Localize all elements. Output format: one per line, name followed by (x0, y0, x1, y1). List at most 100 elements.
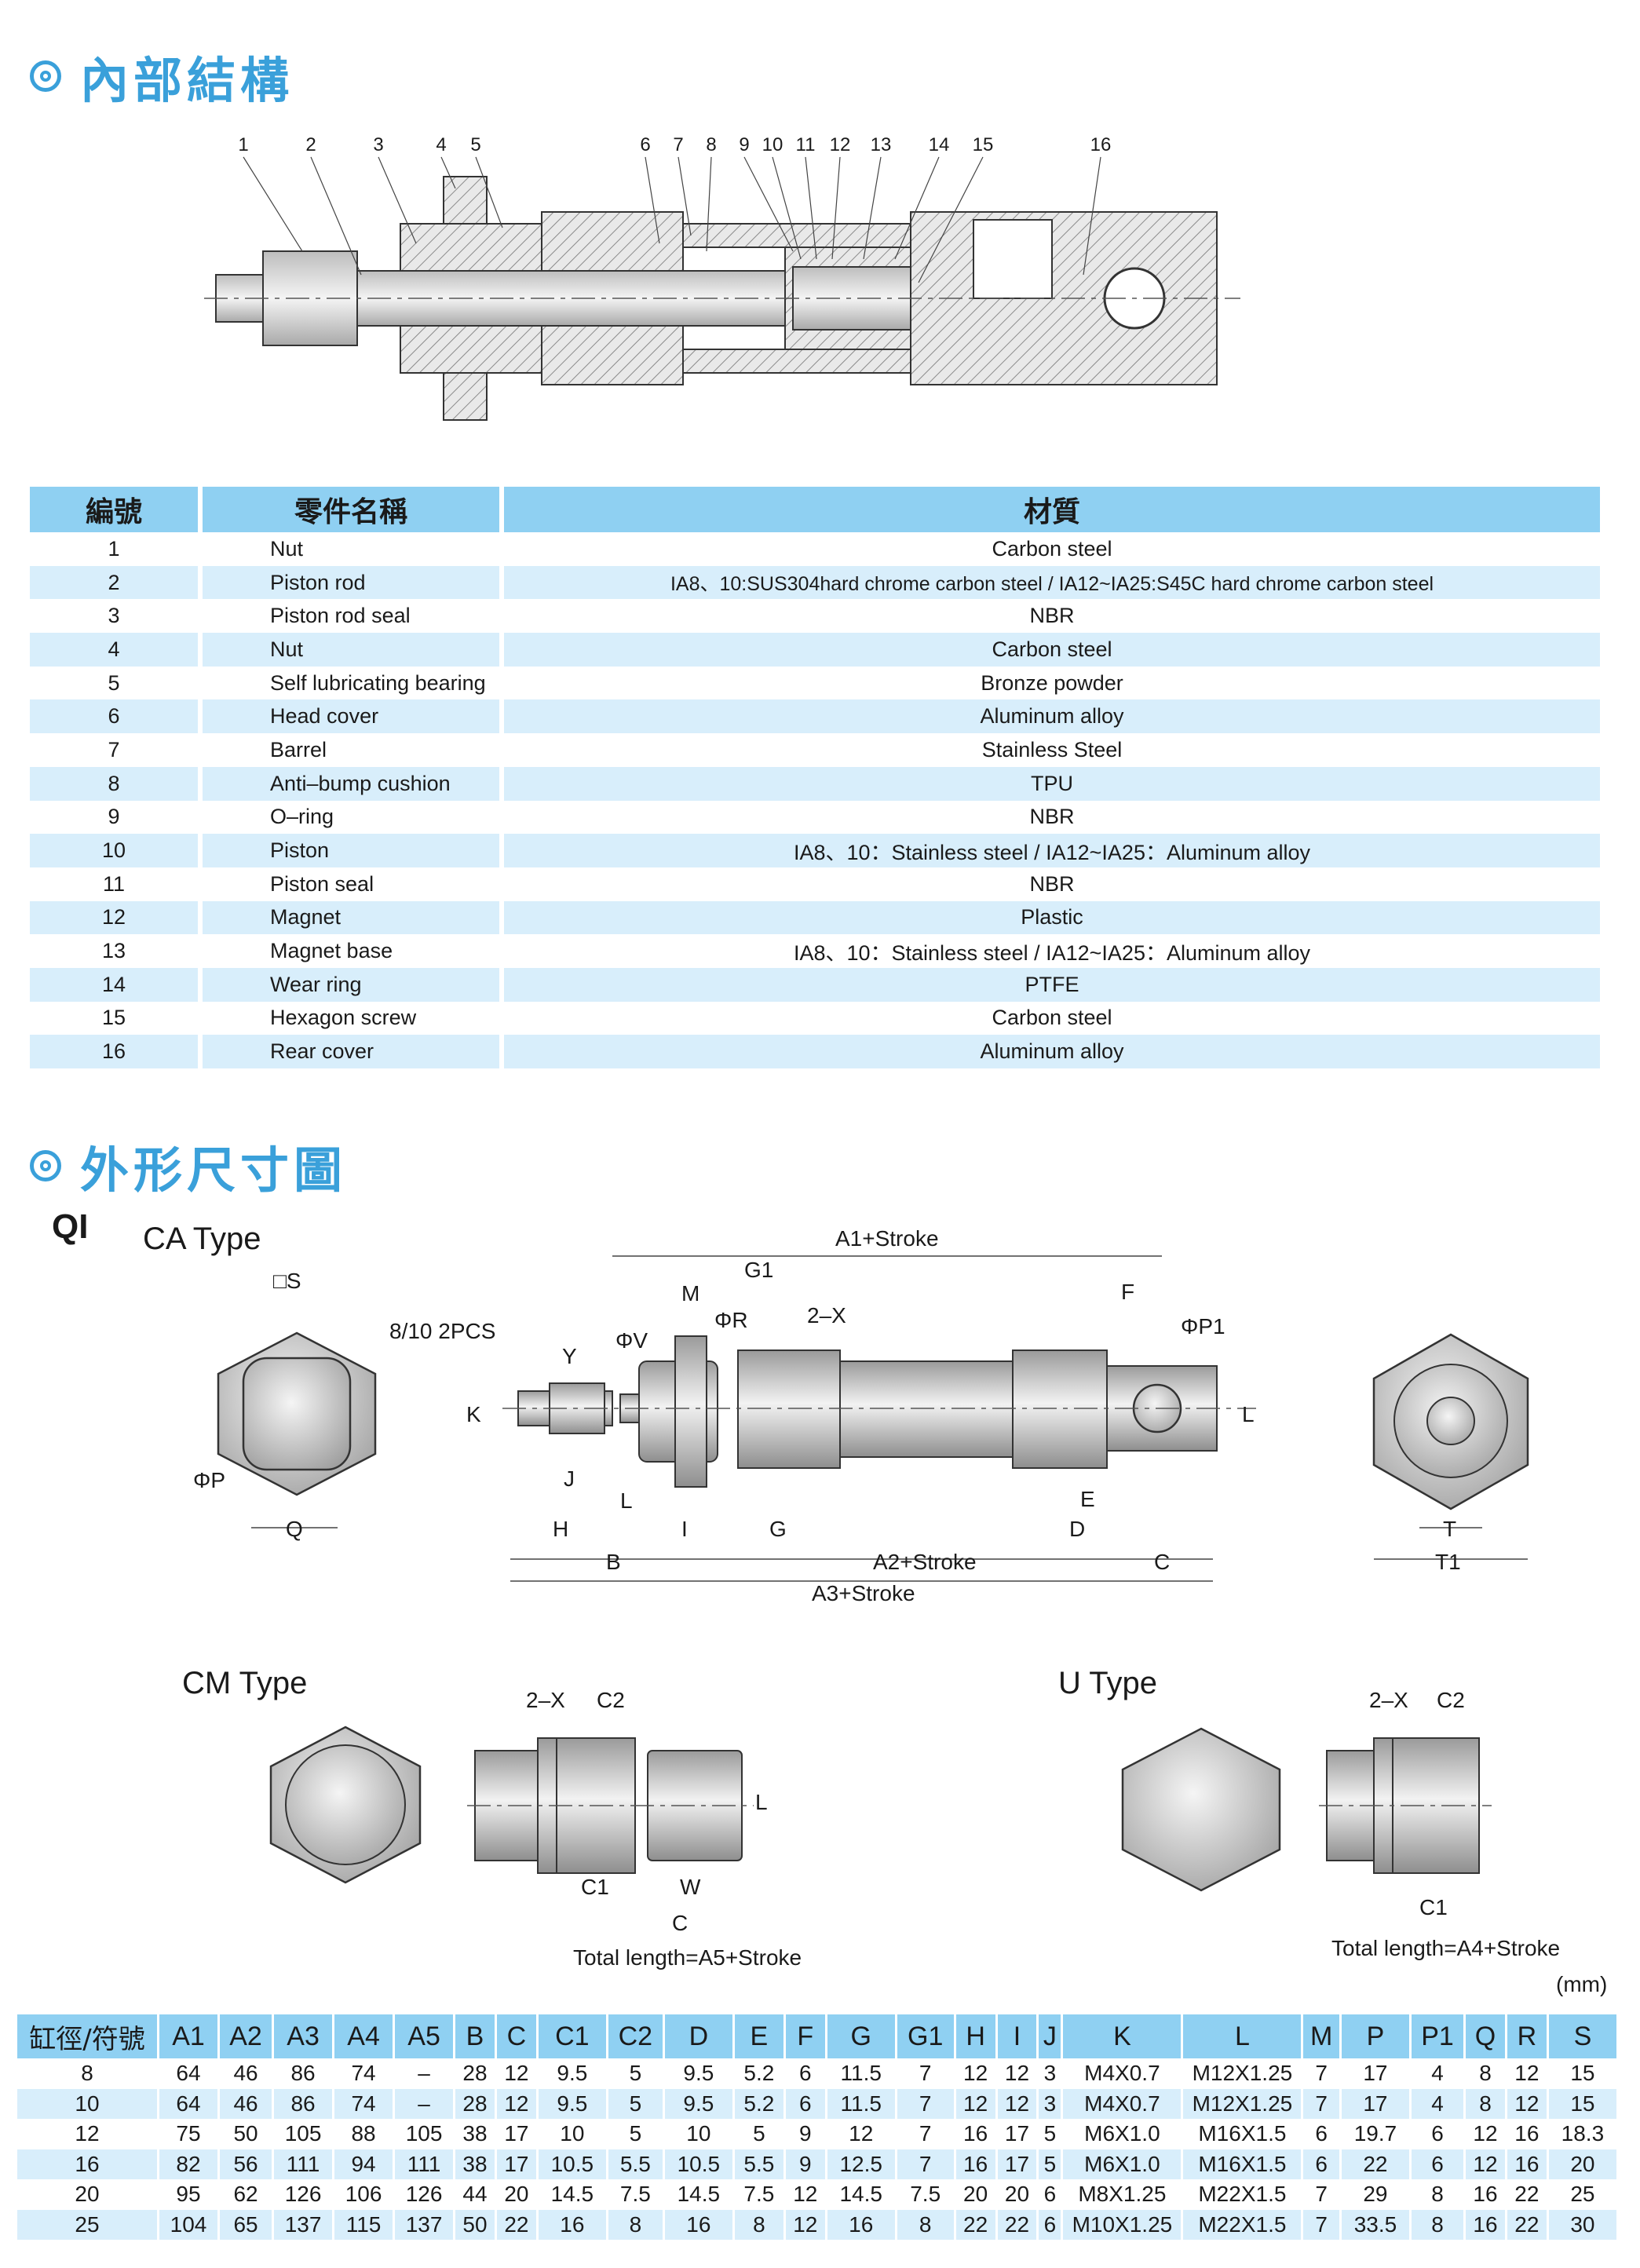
cm-total-length: Total length=A5+Stroke (573, 1945, 802, 1970)
dims-cell: 74 (334, 2088, 396, 2119)
dim-l: L (1242, 1402, 1255, 1426)
part-no: 5 (30, 666, 203, 700)
dims-cell: 6 (785, 2088, 827, 2119)
dims-cell: 12 (998, 2058, 1039, 2089)
dims-cell: 111 (274, 2149, 335, 2179)
dims-cell: 16 (1466, 2179, 1507, 2210)
dims-cell: 28 (455, 2058, 497, 2089)
part-material: Carbon steel (504, 633, 1600, 667)
dims-cell: 18.3 (1549, 2119, 1619, 2149)
dims-cell: 10 (539, 2119, 608, 2149)
dims-cell: – (395, 2088, 456, 2119)
dims-cell: 50 (455, 2209, 497, 2240)
dims-cell: 12 (955, 2088, 998, 2119)
dims-cell: M4X0.7 (1063, 2088, 1184, 2119)
bore-size-cell: 12 (17, 2119, 159, 2149)
dims-cell: 7 (1303, 2179, 1342, 2210)
dim-d: D (1069, 1517, 1086, 1541)
dim-h: H (553, 1517, 569, 1541)
dims-header: S (1548, 2014, 1619, 2058)
dims-cell: 104 (159, 2209, 220, 2240)
dims-cell: 14.5 (539, 2179, 608, 2210)
dims-cell: 106 (334, 2179, 396, 2210)
dims-cell: 22 (1507, 2209, 1549, 2240)
dims-header: H (955, 2014, 998, 2058)
dims-cell: 126 (274, 2179, 335, 2210)
part-no: 16 (30, 1035, 203, 1068)
dims-cell: 64 (159, 2088, 220, 2119)
dims-cell: 8 (608, 2209, 665, 2240)
bore-size-cell: 8 (17, 2058, 159, 2089)
dims-cell: 5.2 (734, 2088, 786, 2119)
dims-cell: 6 (1411, 2149, 1467, 2179)
part-name: O–ring (203, 800, 504, 835)
dims-header: C2 (608, 2014, 665, 2058)
dim-phi-p1: ΦP1 (1181, 1314, 1225, 1339)
dims-cell: 74 (334, 2058, 396, 2089)
dim-a1: A1+Stroke (835, 1226, 939, 1251)
dims-header: C1 (538, 2014, 608, 2058)
dims-cell: – (395, 2058, 456, 2089)
dims-cell: 20 (497, 2179, 539, 2210)
dims-cell: 15 (1549, 2058, 1619, 2089)
dims-cell: 12 (1507, 2058, 1549, 2089)
dims-header: M (1303, 2014, 1342, 2058)
part-no: 13 (30, 934, 203, 968)
dim-k: K (466, 1402, 481, 1426)
dims-cell: 64 (159, 2058, 220, 2089)
dims-cell: 7 (897, 2119, 956, 2149)
dims-cell: 6 (1303, 2119, 1342, 2149)
dim-e: E (1080, 1487, 1095, 1511)
part-no: 11 (30, 867, 203, 901)
dims-cell: 95 (159, 2179, 220, 2210)
dims-cell: 17 (998, 2119, 1039, 2149)
dims-cell: 20 (1548, 2149, 1619, 2179)
dims-cell: 75 (159, 2119, 220, 2149)
dim-g: G (769, 1517, 787, 1541)
dims-header: A1 (159, 2014, 220, 2058)
dims-cell: 8 (897, 2209, 956, 2240)
dim-j: J (564, 1466, 575, 1491)
dims-cell: 65 (220, 2209, 275, 2240)
dims-cell: 5.2 (735, 2058, 786, 2089)
dims-cell: 16 (1507, 2119, 1549, 2149)
part-no: 7 (30, 733, 203, 767)
dims-cell: 7.5 (897, 2179, 956, 2210)
dims-cell: 9 (785, 2149, 827, 2179)
dims-header: A2 (220, 2014, 275, 2058)
dim-a2: A2+Stroke (873, 1550, 977, 1574)
dims-cell: 17 (1342, 2058, 1412, 2089)
dims-cell: 12 (827, 2119, 897, 2149)
part-name: Magnet base (203, 934, 504, 968)
dims-cell: 3 (1039, 2088, 1064, 2119)
dims-header: Q (1466, 2014, 1507, 2058)
dims-cell: 6 (1039, 2209, 1064, 2240)
dims-cell: 137 (395, 2209, 456, 2240)
parts-header-name: 零件名稱 (203, 487, 504, 532)
dims-cell: 12 (956, 2058, 998, 2089)
dims-header: G (827, 2014, 897, 2058)
dims-cell: 20 (998, 2179, 1039, 2210)
dims-cell: 7 (1303, 2209, 1342, 2240)
part-no: 3 (30, 599, 203, 634)
dims-cell: 9 (786, 2119, 827, 2149)
dims-cell: 16 (1466, 2209, 1507, 2240)
dim-f: F (1121, 1280, 1135, 1304)
dim-a3: A3+Stroke (812, 1581, 915, 1605)
cm-type-label: CM Type (182, 1666, 308, 1700)
dims-cell: 38 (455, 2149, 497, 2179)
dims-cell: M22X1.5 (1183, 2179, 1304, 2210)
cm-dim-c1: C1 (581, 1875, 609, 1899)
dims-cell: 5.5 (734, 2149, 786, 2179)
outline-dimension-title: 外形尺寸圖 (80, 1141, 348, 1199)
part-material: PTFE (504, 967, 1600, 1002)
internal-structure-title: 內部結構 (80, 52, 294, 109)
dims-cell: 12 (785, 2209, 827, 2240)
part-no: 15 (30, 1001, 203, 1035)
dims-cell: 11.5 (827, 2088, 897, 2119)
callout-13: 13 (871, 134, 892, 155)
dims-cell: 115 (334, 2209, 396, 2240)
